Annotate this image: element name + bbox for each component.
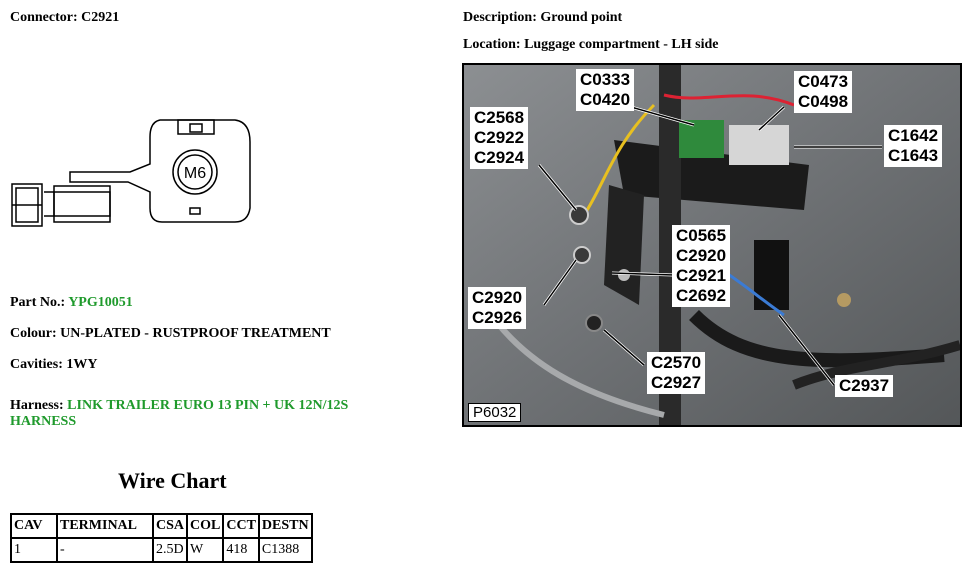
header-destn: DESTN <box>257 513 313 539</box>
connector-label: Connector: <box>10 10 78 25</box>
header-terminal: TERMINAL <box>56 513 154 539</box>
connector-value: C2921 <box>81 10 120 25</box>
location-value: Luggage compartment - LH side <box>524 37 719 52</box>
cell-cct: 418 <box>222 537 260 563</box>
wire-chart-table: CAV TERMINAL CSA COL CCT DESTN 1 - 2.5D … <box>10 513 313 563</box>
callout-text: C0565 <box>676 226 727 245</box>
colour-line: Colour: UN-PLATED - RUSTPROOF TREATMENT <box>10 326 331 342</box>
callout-text: C2920 <box>676 246 727 265</box>
location-photo: C0333 C0420 C0473 C0498 C2568 C2922 C292… <box>462 63 962 427</box>
cavities-value: 1WY <box>66 357 98 372</box>
cell-terminal: - <box>56 537 154 563</box>
callout-text: C2568 <box>474 108 525 127</box>
callout-text: C1643 <box>888 146 939 165</box>
cell-destn: C1388 <box>257 537 313 563</box>
wire-chart-header-row: CAV TERMINAL CSA COL CCT DESTN <box>10 513 313 539</box>
colour-label: Colour: <box>10 326 57 341</box>
callout-text: C0473 <box>798 72 849 91</box>
callout-text: C2927 <box>651 373 702 392</box>
callout-c0565-c2920-c2921-c2692: C0565 C2920 C2921 C2692 <box>672 225 731 307</box>
location-label: Location: <box>463 37 521 52</box>
callout-text: C2924 <box>474 148 525 167</box>
harness-value: LINK TRAILER EURO 13 PIN + UK 12N/12S HA… <box>10 398 349 429</box>
photo-id-label: P6032 <box>468 403 522 422</box>
header-col: COL <box>186 513 225 539</box>
colour-value: UN-PLATED - RUSTPROOF TREATMENT <box>60 326 331 341</box>
cell-col: W <box>186 537 225 563</box>
description-value: Ground point <box>540 10 623 25</box>
header-cct: CCT <box>222 513 260 539</box>
header-csa: CSA <box>151 513 189 539</box>
photo-scene <box>464 65 960 425</box>
callout-c0473-c0498: C0473 C0498 <box>794 71 853 113</box>
callout-c2920-c2926: C2920 C2926 <box>468 287 527 329</box>
cell-cav: 1 <box>10 537 58 563</box>
cell-csa: 2.5D <box>151 537 189 563</box>
description-label: Description: <box>463 10 537 25</box>
callout-text: C2921 <box>676 266 727 285</box>
callout-text: C2920 <box>472 288 523 307</box>
callout-text: C0420 <box>580 90 631 109</box>
harness-line: Harness: LINK TRAILER EURO 13 PIN + UK 1… <box>10 398 410 430</box>
header-cav: CAV <box>10 513 58 539</box>
part-no-line: Part No.: YPG10051 <box>10 295 133 311</box>
part-no-value: YPG10051 <box>68 295 133 310</box>
callout-text: C2692 <box>676 286 727 305</box>
callout-text: C2937 <box>839 376 890 395</box>
callout-c2568-c2922-c2924: C2568 C2922 C2924 <box>470 107 529 169</box>
cavities-line: Cavities: 1WY <box>10 357 98 373</box>
connector-diagram: M6 <box>11 119 251 227</box>
callout-text: C2570 <box>651 353 702 372</box>
harness-label: Harness: <box>10 398 64 413</box>
table-row: 1 - 2.5D W 418 C1388 <box>10 537 313 563</box>
part-no-label: Part No.: <box>10 295 66 310</box>
description-line: Description: Ground point <box>463 10 622 26</box>
callout-c2570-c2927: C2570 C2927 <box>647 352 706 394</box>
callout-text: C2922 <box>474 128 525 147</box>
wire-chart-title: Wire Chart <box>118 468 227 493</box>
callout-text: C0333 <box>580 70 631 89</box>
callout-text: C0498 <box>798 92 849 111</box>
connector-line: Connector: C2921 <box>10 10 119 26</box>
callout-c0333-c0420: C0333 C0420 <box>576 69 635 111</box>
bolt-size-label: M6 <box>184 165 206 182</box>
location-line: Location: Luggage compartment - LH side <box>463 37 719 53</box>
callout-text: C1642 <box>888 126 939 145</box>
callout-text: C2926 <box>472 308 523 327</box>
callout-c2937: C2937 <box>835 375 894 397</box>
cavities-label: Cavities: <box>10 357 63 372</box>
callout-c1642-c1643: C1642 C1643 <box>884 125 943 167</box>
